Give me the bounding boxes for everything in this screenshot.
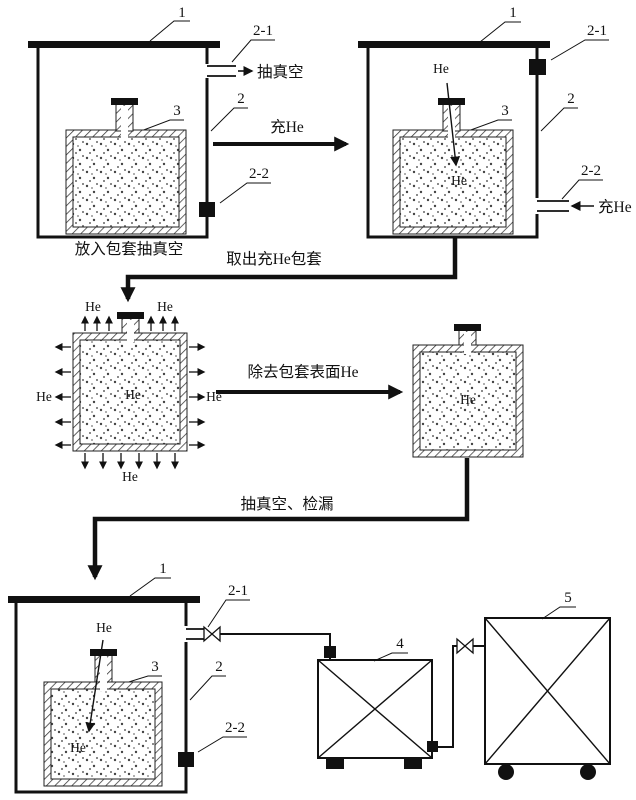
he-label-inside: He <box>451 173 467 188</box>
evacuate-pipe <box>207 65 236 77</box>
jacket-neck-bore <box>464 332 471 354</box>
ref-4-leader <box>373 652 408 662</box>
ref-2-2: 2-2 <box>225 720 245 736</box>
take-out-label: 取出充He包套 <box>226 250 322 268</box>
he-label-inside: He <box>70 740 86 755</box>
jacket-step5 <box>43 649 163 787</box>
ref-3-leader <box>467 119 512 132</box>
jacket-step2 <box>392 97 514 235</box>
flow-arrow-remove-surface-he: 除去包套表面He <box>216 363 404 400</box>
ref-2: 2 <box>567 91 575 107</box>
flow-arrow-fill-he: 充He <box>213 118 350 152</box>
step1-caption: 放入包套抽真空 <box>75 240 184 258</box>
lower-valve-block <box>178 752 194 767</box>
evacuate-label: 抽真空 <box>257 63 304 81</box>
upper-valve-block <box>529 59 546 75</box>
fill-he-label: 充He <box>270 118 304 136</box>
jacket-outgassing-step3: He He He He He He <box>36 299 222 484</box>
he-fill-arrow <box>446 82 461 167</box>
ref-3: 3 <box>501 103 509 119</box>
ref-2: 2 <box>215 659 223 675</box>
ref-3-leader <box>140 119 184 132</box>
ref-5: 5 <box>564 590 572 606</box>
backing-pump-unit <box>317 659 433 769</box>
ref-2-2-leader <box>219 182 271 204</box>
ref-2-leader <box>540 107 578 132</box>
jacket-cap <box>117 312 144 319</box>
pump-inlet-valve <box>324 646 336 658</box>
flow-elbow-leak-check: 抽真空、检漏 <box>87 458 470 581</box>
ref-2-1: 2-1 <box>253 23 273 39</box>
ref-2-1-leader <box>231 39 275 63</box>
jacket-step1 <box>65 97 187 235</box>
ref-2-2: 2-2 <box>249 166 269 182</box>
jacket-core <box>419 351 517 451</box>
he-label-inside: He <box>125 387 141 402</box>
he-arrow <box>85 639 104 733</box>
he-label-top-right: He <box>157 299 173 314</box>
ref-3: 3 <box>173 103 181 119</box>
jacket-clean-step4: He <box>412 324 524 458</box>
he-label-left: He <box>36 389 52 404</box>
ref-1: 1 <box>178 5 186 21</box>
flow-elbow <box>120 238 458 303</box>
leak-detector-unit <box>484 617 611 780</box>
ref-2-leader <box>210 107 248 132</box>
fill-he-label: 充He <box>598 198 632 216</box>
he-label-inside: He <box>460 392 476 407</box>
chamber-lid <box>358 41 550 48</box>
valve-bowtie-left <box>203 625 221 643</box>
leak-check-label: 抽真空、检漏 <box>240 495 333 513</box>
ref-1-leader <box>149 20 190 42</box>
ref-2-2: 2-2 <box>581 163 601 179</box>
ref-2-1-leader <box>207 599 250 628</box>
vacuum-chamber-step1: 抽真空 1 2-1 2 2-2 3 放入包套抽真空 <box>28 5 304 258</box>
chamber-lid <box>8 596 200 603</box>
ref-2-1: 2-1 <box>228 583 248 599</box>
valve-bowtie-right <box>456 637 474 655</box>
ref-1: 1 <box>159 561 167 577</box>
pump-outlet-valve <box>427 741 438 752</box>
jacket-core <box>79 339 181 445</box>
remove-surface-he-label: 除去包套表面He <box>247 363 358 381</box>
ref-2-2-leader <box>561 179 603 200</box>
he-label-top: He <box>96 620 112 635</box>
ref-2-1-leader <box>550 39 609 61</box>
lower-valve-block <box>199 202 215 217</box>
chamber-walls <box>36 48 209 239</box>
ref-2-2-leader <box>197 736 247 753</box>
pipe-to-pump <box>220 633 331 660</box>
ref-2-leader <box>189 675 226 701</box>
he-label-top: He <box>433 61 449 76</box>
leak-detection-assembly: 1 2-1 2 2-2 3 He He 4 <box>8 561 611 794</box>
flow-elbow-take-out: 取出充He包套 <box>120 238 458 303</box>
fill-pipe <box>537 200 569 212</box>
ref-2-1: 2-1 <box>587 23 607 39</box>
chamber-lid <box>28 41 220 48</box>
he-label-top-left: He <box>85 299 101 314</box>
port-pipe <box>186 628 204 640</box>
ref-5-leader <box>541 606 576 620</box>
ref-4: 4 <box>396 636 404 652</box>
ref-3-leader <box>121 675 162 685</box>
vacuum-chamber-step2: 充He 1 2-1 2 2-2 3 He He <box>358 5 632 239</box>
ref-1-leader <box>129 577 171 597</box>
chamber-walls <box>14 603 188 794</box>
ref-2: 2 <box>237 91 245 107</box>
flow-elbow <box>87 458 470 581</box>
ref-3: 3 <box>151 659 159 675</box>
pipe-to-detector <box>438 645 457 748</box>
he-label-bottom: He <box>122 469 138 484</box>
ref-1: 1 <box>509 5 517 21</box>
jacket-neck-bore <box>127 320 134 342</box>
ref-1-leader <box>479 21 521 43</box>
he-escape-arrows <box>54 315 206 470</box>
jacket-cap <box>454 324 481 331</box>
